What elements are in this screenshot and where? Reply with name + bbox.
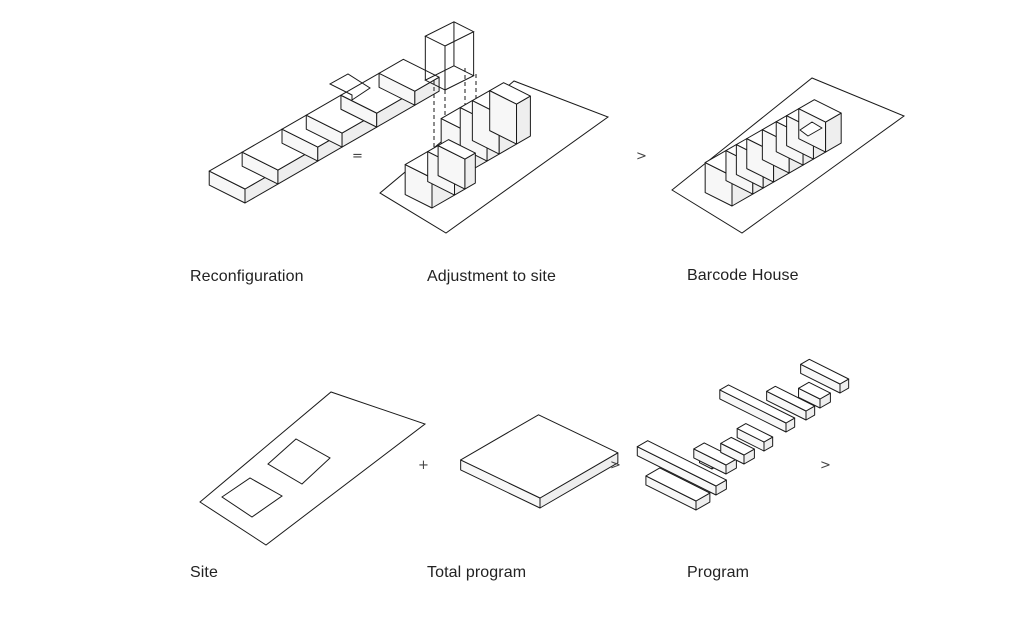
adjustment-block-top [437, 139, 476, 160]
reconfiguration-diagram [208, 58, 440, 204]
plus-sign: + [418, 458, 429, 473]
barcode-annex [799, 121, 823, 137]
program-bar-top [636, 440, 727, 487]
program-bar [719, 384, 796, 433]
reconfiguration-slab [328, 73, 371, 101]
adjustment-block [437, 139, 476, 190]
total-program-slab-top [460, 414, 619, 499]
program-bar [800, 358, 850, 394]
caption-site: Site [190, 564, 218, 581]
total-program-slab [460, 414, 619, 509]
caption-adjustment-to-site: Adjustment to site [427, 268, 556, 285]
caption-reconfiguration: Reconfiguration [190, 268, 304, 285]
program-bar [798, 381, 831, 409]
program-diagram [636, 358, 850, 511]
program-bar-top [736, 423, 774, 443]
program-bar-top [798, 381, 831, 400]
program-bar [693, 442, 737, 475]
site-plot [267, 438, 331, 485]
program-bar [720, 436, 755, 465]
caption-barcode-house: Barcode House [687, 267, 799, 284]
total-program-diagram [460, 414, 619, 509]
arrow-right-icon: > [636, 149, 647, 164]
caption-total-program: Total program [427, 564, 527, 581]
program-bar-top [645, 467, 711, 502]
adjustment-block-top [489, 82, 531, 105]
site-plane [199, 391, 427, 546]
barcode-house-diagram [671, 77, 906, 234]
adjustment-diagram [379, 21, 610, 234]
tower-upper-top [424, 21, 475, 47]
site-diagram [199, 391, 427, 546]
program-bar-top [766, 385, 816, 412]
arrow-right-icon: > [610, 458, 621, 473]
site-plot [221, 477, 283, 518]
equals-sign: = [352, 149, 363, 164]
barcode-block-top [798, 99, 842, 123]
program-bar [645, 467, 711, 511]
program-bar [736, 423, 774, 452]
program-bar-top [800, 358, 850, 385]
program-bar-top [693, 442, 737, 466]
arrow-right-icon: > [820, 458, 831, 473]
caption-program: Program [687, 564, 750, 581]
program-bar-top [720, 436, 755, 456]
tower-upper [424, 21, 475, 91]
program-bar [636, 440, 727, 496]
reconfiguration-segment-top [378, 58, 440, 92]
program-bar-top [719, 384, 796, 424]
adjustment-block [489, 82, 531, 145]
program-bar [766, 385, 816, 421]
